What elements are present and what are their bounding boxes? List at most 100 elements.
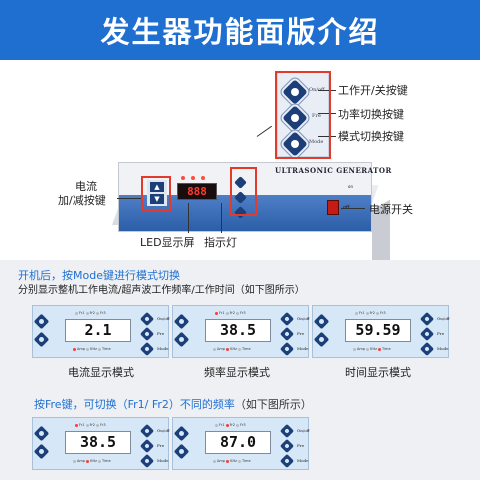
section1-title: 开机后，按Mode键进行模式切换 (18, 269, 180, 282)
fre-button[interactable] (139, 438, 155, 454)
mode-button[interactable] (419, 341, 435, 357)
mode-tag: Mode (157, 346, 169, 351)
panel-bottom-indicators: Amp KHz Time (213, 347, 251, 351)
panel-display: 38.5 (205, 319, 271, 342)
callout-power-ratio: 功率切换按键 (338, 108, 404, 121)
up-arrow-icon[interactable] (313, 313, 330, 330)
section2-title-note: （如下图所示） (234, 398, 312, 411)
down-arrow-icon[interactable] (173, 443, 190, 460)
indicator-led (181, 176, 185, 180)
panel-bottom-indicators: Amp KHz Time (353, 347, 391, 351)
onoff-button[interactable] (139, 311, 155, 327)
header-banner: 发生器功能面版介绍 (0, 0, 480, 60)
mode-tag: Mode (309, 139, 324, 145)
power-on-label: on (348, 184, 353, 189)
mode-button[interactable] (279, 341, 295, 357)
mode-tag: Mode (297, 458, 309, 463)
led-display: 888 (177, 183, 217, 200)
callout-line (117, 198, 141, 199)
fre-button[interactable] (279, 438, 295, 454)
machine-brand: ULTRASONIC GENERATOR (275, 166, 392, 175)
mode-tag: Mode (157, 458, 169, 463)
fre-tag: Fre (157, 443, 165, 448)
mode-panel-time: Fr1 Fr2 Fr3 59.59 Amp KHz Time On/off Fr… (312, 305, 449, 358)
onoff-tag: On/off (157, 316, 170, 321)
fre-button[interactable] (139, 326, 155, 342)
panel-display: 59.59 (345, 319, 411, 342)
highlight-buttons (230, 167, 257, 216)
panel-bottom-indicators: Amp KHz Time (213, 459, 251, 463)
callout-line (188, 203, 189, 233)
onoff-tag: On/off (437, 316, 450, 321)
mode-button[interactable] (279, 453, 295, 469)
panel-top-indicators: Fr1 Fr2 Fr3 (215, 311, 246, 315)
zoomed-control-panel: On/off Fre Mode (277, 72, 329, 157)
onoff-tag: On/off (297, 316, 310, 321)
panel-top-indicators: Fr1 Fr2 Fr3 (215, 423, 246, 427)
up-arrow-icon[interactable] (33, 425, 50, 442)
callout-line (318, 136, 336, 137)
fre-tag: Fre (297, 443, 305, 448)
caption-time-mode: 时间显示模式 (345, 366, 411, 379)
mode-tag: Mode (437, 346, 449, 351)
fre-button[interactable] (279, 326, 295, 342)
mode-tag: Mode (297, 346, 309, 351)
callout-line (318, 113, 336, 114)
mode-panel-frequency: Fr1 Fr2 Fr3 38.5 Amp KHz Time On/off Fre… (172, 305, 309, 358)
mode-panel-current: Fr1 Fr2 Fr3 2.1 Amp KHz Time On/off Fre … (32, 305, 169, 358)
power-switch[interactable] (327, 200, 339, 215)
panel-top-indicators: Fr1 Fr2 Fr3 (355, 311, 386, 315)
highlight-arrow-keys (141, 176, 171, 211)
onoff-tag: On/off (297, 428, 310, 433)
section2-title-text: 按Fre键，可切换（Fr1/ Fr2）不同的频率 (34, 398, 235, 411)
onoff-button[interactable] (139, 423, 155, 439)
lower-section: 开机后，按Mode键进行模式切换 分别显示整机工作电流/超声波工作频率/工作时间… (0, 260, 480, 480)
caption-frequency-mode: 频率显示模式 (204, 366, 270, 379)
callout-led-screen: LED显示屏 (140, 236, 195, 249)
fre-tag: Fre (157, 331, 165, 336)
onoff-tag: On/off (157, 428, 170, 433)
panel-display: 87.0 (205, 431, 271, 454)
callout-power-switch: 电源开关 (369, 203, 413, 216)
down-arrow-icon[interactable] (173, 331, 190, 348)
up-arrow-icon[interactable] (33, 313, 50, 330)
down-arrow-icon[interactable] (313, 331, 330, 348)
up-arrow-icon[interactable] (173, 313, 190, 330)
panel-top-indicators: Fr1 Fr2 Fr3 (75, 423, 106, 427)
section1-subtitle: 分别显示整机工作电流/超声波工作频率/工作时间（如下图所示） (18, 285, 305, 296)
fre-tag: Fre (437, 331, 445, 336)
caption-current-mode: 电流显示模式 (68, 366, 134, 379)
panel-display: 2.1 (65, 319, 131, 342)
onoff-button[interactable] (279, 423, 295, 439)
up-arrow-icon[interactable] (173, 425, 190, 442)
up-arrow-icon[interactable]: ▲ (150, 182, 164, 192)
freq-panel-fr2: Fr1 Fr2 Fr3 87.0 Amp KHz Time On/off Fre… (172, 417, 309, 470)
callout-mode-switch: 模式切换按键 (338, 130, 404, 143)
panel-bottom-indicators: Amp KHz Time (73, 459, 111, 463)
down-arrow-icon[interactable] (33, 331, 50, 348)
callout-current-line2: 加/减按键 (58, 194, 106, 207)
fre-button[interactable] (419, 326, 435, 342)
callout-line (318, 90, 336, 91)
onoff-button[interactable] (279, 311, 295, 327)
callout-power-key: 工作开/关按键 (338, 84, 408, 97)
freq-panel-fr1: Fr1 Fr2 Fr3 38.5 Amp KHz Time On/off Fre… (32, 417, 169, 470)
highlight-side-panel (275, 71, 331, 159)
indicator-led (191, 176, 195, 180)
down-arrow-icon[interactable]: ▼ (150, 194, 164, 204)
down-arrow-icon[interactable] (33, 443, 50, 460)
mode-button[interactable] (139, 341, 155, 357)
onoff-button[interactable] (419, 311, 435, 327)
callout-current-line1: 电流 (75, 180, 97, 193)
callout-indicator: 指示灯 (204, 236, 237, 249)
mode-button[interactable] (139, 453, 155, 469)
panel-bottom-indicators: Amp KHz Time (73, 347, 111, 351)
section2-title: 按Fre键，可切换（Fr1/ Fr2）不同的频率（如下图所示） (34, 396, 312, 412)
fre-tag: Fre (312, 113, 321, 119)
panel-display: 38.5 (65, 431, 131, 454)
indicator-led (201, 176, 205, 180)
fre-tag: Fre (297, 331, 305, 336)
callout-line (221, 203, 222, 233)
panel-top-indicators: Fr1 Fr2 Fr3 (75, 311, 106, 315)
